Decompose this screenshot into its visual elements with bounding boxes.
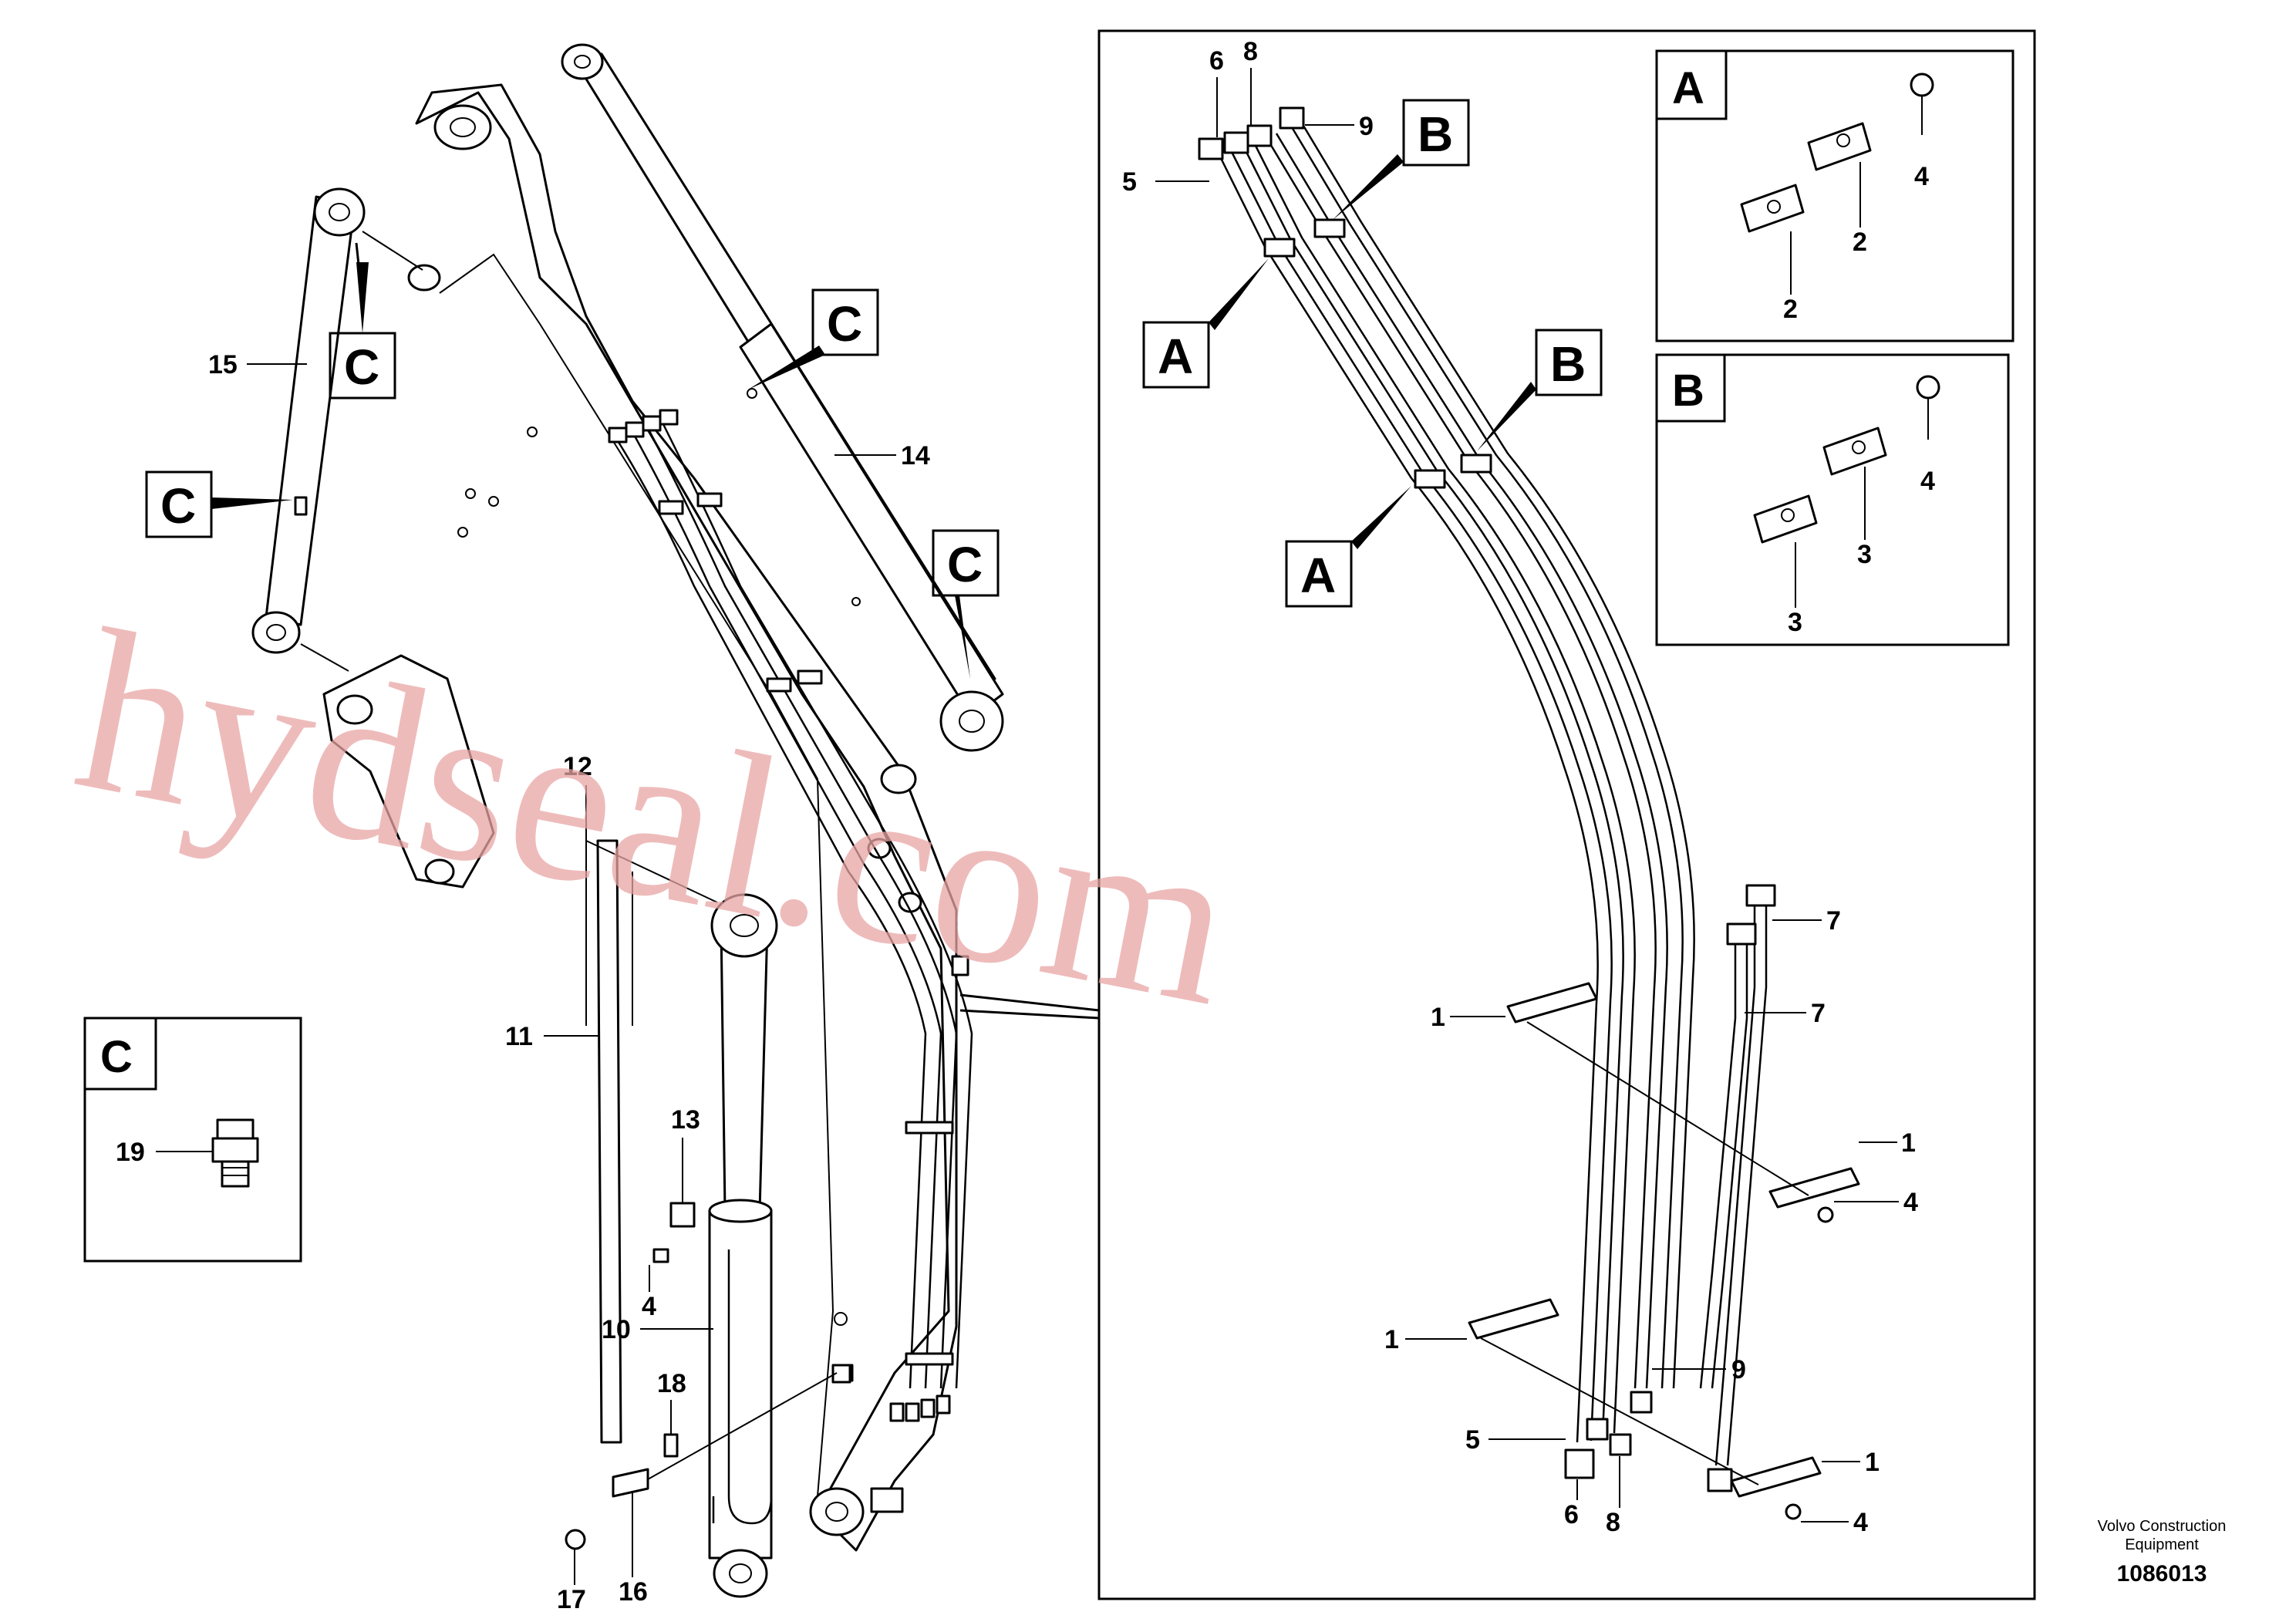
- detail-panel-c: [83, 1017, 302, 1263]
- callout-14: 14: [901, 441, 930, 470]
- detail-ref-box-a-1: [1142, 321, 1210, 389]
- watermark: hydseal.com: [60, 581, 1251, 1054]
- bucket-cylinder: [708, 893, 778, 1598]
- callout-18: 18: [657, 1369, 686, 1398]
- callout-6-top: 6: [1209, 46, 1224, 76]
- detail-ref-letter-a-1: A: [1158, 329, 1193, 384]
- callout-9-bottom: 9: [1731, 1355, 1746, 1384]
- callout-2-panel-a-b: 2: [1783, 295, 1798, 324]
- callout-4-left: 4: [642, 1292, 656, 1321]
- callout-1-b: 1: [1901, 1128, 1916, 1158]
- callout-7-a: 7: [1826, 906, 1841, 936]
- clamp-blocks-1: [1468, 982, 1860, 1520]
- callout-4-mid: 4: [1903, 1188, 1918, 1217]
- detail-ref-letter-b-2: B: [1550, 336, 1586, 392]
- detail-ref-box-b-2: [1535, 329, 1603, 396]
- boom-cylinder: [561, 43, 1004, 752]
- callout-4-panel-b: 4: [1920, 467, 1935, 496]
- callout-5-bottom: 5: [1465, 1425, 1480, 1455]
- callout-12: 12: [563, 752, 592, 781]
- dipper-cylinder: [251, 187, 423, 672]
- callout-1-a: 1: [1431, 1003, 1445, 1032]
- detail-panel-b-letter: B: [1672, 366, 1704, 416]
- callout-7-b: 7: [1811, 999, 1826, 1028]
- callout-10: 10: [602, 1315, 631, 1344]
- detail-ref-box-c-3: [811, 288, 879, 356]
- callout-3-panel-b-b: 3: [1788, 608, 1802, 637]
- left-callouts: 15 14 12 11 13 4 10 18 17 16 C: [83, 242, 1000, 1614]
- callout-1-c: 1: [1384, 1325, 1399, 1354]
- fitting-19: [211, 1118, 259, 1188]
- detail-panel-a: A 4 2 2: [1655, 49, 2014, 342]
- detail-panel-b: B 4 3 3: [1655, 353, 2010, 646]
- hose-detail-frame: [1097, 29, 2036, 1600]
- callout-11: 11: [505, 1022, 533, 1051]
- callout-2-panel-a-a: 2: [1853, 228, 1867, 257]
- brand-line-1: Volvo Construction: [2098, 1518, 2227, 1535]
- detail-callouts: 6 8 9 5 7 7 1 1 4 1 9 5 1 4 6 8: [1122, 37, 1918, 1537]
- detail-ref-box-b-1: [1402, 99, 1470, 167]
- detail-ref-letter-c-4: C: [947, 537, 983, 592]
- callout-13: 13: [671, 1105, 700, 1135]
- document-id: 1086013: [2117, 1561, 2207, 1587]
- callout-1-d: 1: [1865, 1448, 1880, 1477]
- detail-ref-letter-c-2: C: [160, 478, 196, 534]
- callout-6-bottom: 6: [1564, 1500, 1579, 1529]
- brand-line-2: Equipment: [2125, 1536, 2199, 1553]
- detail-ref-letter-a-2: A: [1300, 548, 1336, 603]
- detail-ref-box-a-2: [1285, 540, 1353, 608]
- detail-ref-letter-c-3: C: [827, 296, 862, 352]
- callout-4-bottom: 4: [1853, 1508, 1868, 1537]
- hose-pipe-11: [585, 794, 633, 1444]
- small-fittings: [565, 1202, 851, 1550]
- detail-ref-letter-b-1: B: [1418, 106, 1453, 162]
- callout-8-top: 8: [1243, 37, 1258, 66]
- detail-panel-a-letter: A: [1672, 63, 1704, 113]
- callout-19: 19: [116, 1138, 145, 1167]
- callout-4-panel-a: 4: [1914, 162, 1929, 191]
- detail-ref-box-c-4: [932, 529, 1000, 597]
- detail-ref-letter-c-1: C: [344, 339, 379, 395]
- callout-5-top: 5: [1122, 167, 1137, 197]
- callout-3-panel-b-a: 3: [1857, 540, 1872, 569]
- detail-hoses: [1198, 106, 1695, 1479]
- callout-15: 15: [208, 350, 238, 379]
- leader-to-detail: [959, 993, 1100, 1012]
- detail-panel-c-letter: C: [100, 1032, 133, 1082]
- callout-17: 17: [557, 1585, 586, 1614]
- callout-8-bottom: 8: [1606, 1508, 1620, 1537]
- pipes-7: [1699, 884, 1776, 1492]
- detail-reference-boxes: B A B A: [1142, 99, 1603, 608]
- callout-9-top: 9: [1359, 112, 1374, 141]
- callout-16: 16: [619, 1577, 648, 1607]
